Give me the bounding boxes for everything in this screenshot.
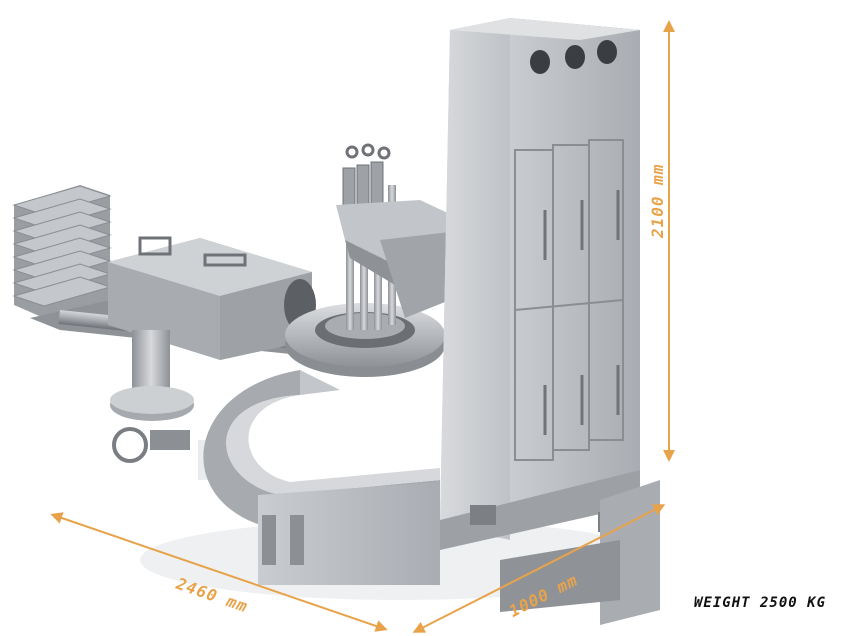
dimension-lines <box>50 20 675 633</box>
depth-dimension-line <box>412 504 666 633</box>
height-dimension-label: 2100 mm <box>648 163 667 238</box>
length-dimension-line <box>50 512 388 632</box>
magazine-rack <box>12 185 112 318</box>
weight-label: WEIGHT 2500 KG <box>694 595 827 611</box>
cabinet-tower <box>440 18 640 550</box>
upper-bracket <box>336 200 452 318</box>
gearbox-housing <box>108 236 316 360</box>
spindle-tops <box>342 143 391 211</box>
